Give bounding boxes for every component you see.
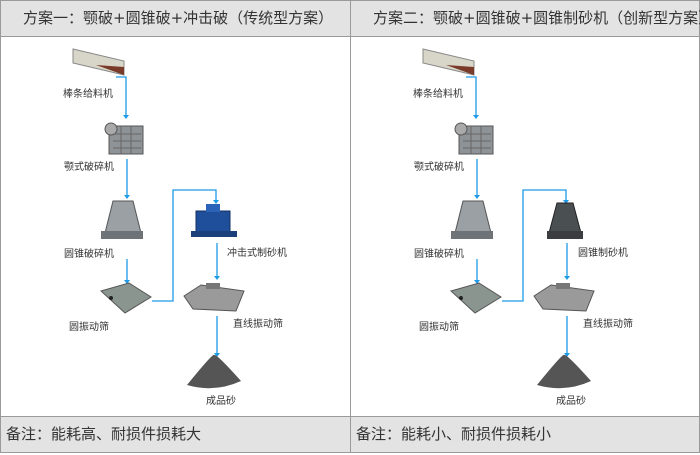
plan-note: 备注：能耗小、耐损件损耗小 bbox=[351, 416, 699, 452]
circular-screen-image bbox=[450, 282, 502, 314]
flow-arrow bbox=[152, 189, 217, 302]
jaw-crusher-image bbox=[454, 122, 494, 155]
flow-arrow bbox=[466, 76, 477, 116]
flow-arrow bbox=[116, 76, 127, 116]
plan-two-panel: 方案二：颚破+圆锥破+圆锥制砂机（创新型方案） 棒条给料机 颚式破碎机 圆锥破碎… bbox=[350, 0, 700, 453]
cone-crusher-label: 圆锥破碎机 bbox=[64, 249, 114, 260]
product-sand-label: 成品砂 bbox=[206, 396, 236, 407]
feeder-image bbox=[72, 48, 125, 76]
plan-title: 方案一：颚破+圆锥破+冲击破（传统型方案） bbox=[1, 1, 350, 37]
flow-diagram bbox=[72, 48, 245, 389]
flow-lines bbox=[116, 76, 218, 354]
linear-screen-label: 直线振动筛 bbox=[233, 319, 283, 330]
cone-crusher-image bbox=[451, 200, 493, 239]
circular-screen-image bbox=[100, 282, 152, 314]
flow-diagram bbox=[422, 48, 595, 389]
cone-sand-maker-image bbox=[547, 202, 583, 239]
linear-screen-image bbox=[183, 283, 245, 312]
cone-crusher-label: 圆锥破碎机 bbox=[414, 249, 464, 260]
arrow-heads bbox=[123, 115, 220, 357]
linear-screen-label: 直线振动筛 bbox=[583, 319, 633, 330]
sand-maker-label: 圆锥制砂机 bbox=[578, 248, 628, 259]
feeder-label: 棒条给料机 bbox=[413, 89, 463, 100]
feeder-label: 棒条给料机 bbox=[63, 89, 113, 100]
jaw-crusher-label: 颚式破碎机 bbox=[414, 162, 464, 173]
feeder-image bbox=[422, 48, 475, 76]
arrow-heads bbox=[473, 115, 570, 357]
cone-crusher-image bbox=[101, 200, 143, 239]
circular-screen-label: 圆振动筛 bbox=[69, 322, 109, 333]
flow-lines bbox=[466, 76, 568, 354]
sand-pile-image bbox=[537, 354, 591, 389]
circular-screen-label: 圆振动筛 bbox=[419, 322, 459, 333]
jaw-crusher-label: 颚式破碎机 bbox=[64, 162, 114, 173]
plan-note: 备注：能耗高、耐损件损耗大 bbox=[1, 416, 350, 452]
impact-sand-maker-image bbox=[191, 204, 237, 237]
plan-title: 方案二：颚破+圆锥破+圆锥制砂机（创新型方案） bbox=[351, 1, 700, 37]
flow-arrow bbox=[502, 189, 567, 302]
jaw-crusher-image bbox=[104, 122, 144, 155]
plan-one-panel: 方案一：颚破+圆锥破+冲击破（传统型方案） 棒条给料机 颚式破碎机 圆锥破碎机 … bbox=[0, 0, 351, 453]
linear-screen-image bbox=[533, 283, 595, 312]
sand-maker-label: 冲击式制砂机 bbox=[227, 248, 287, 259]
product-sand-label: 成品砂 bbox=[556, 396, 586, 407]
sand-pile-image bbox=[187, 354, 241, 389]
